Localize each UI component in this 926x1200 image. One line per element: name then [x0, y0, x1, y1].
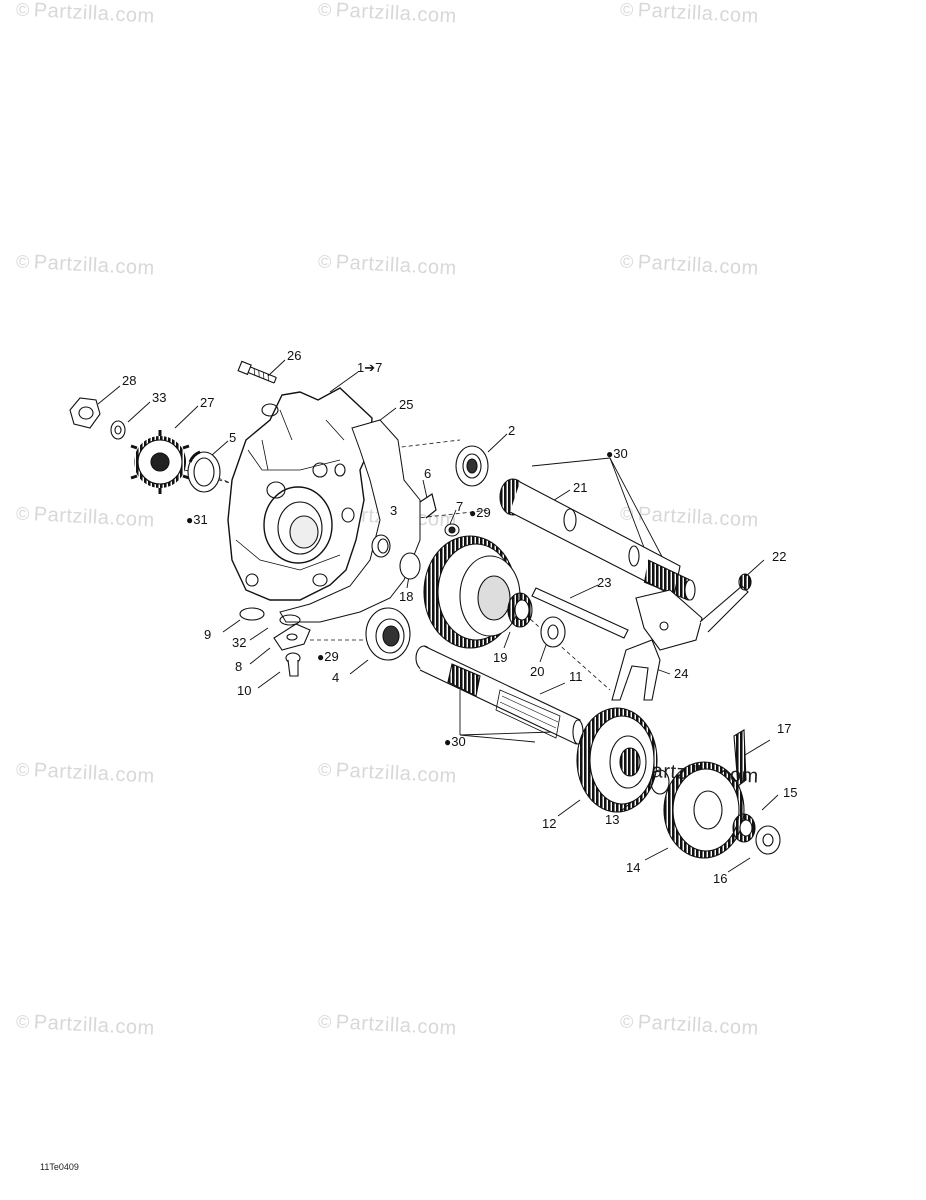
- callout-29-top: ●29: [469, 505, 491, 521]
- callout-11: 11: [569, 669, 583, 684]
- sprocket-part: [130, 430, 190, 494]
- callout-14: 14: [626, 860, 641, 875]
- oil-drop-icon: ●: [317, 650, 325, 664]
- chain-part: [733, 729, 747, 788]
- callout-29-bottom: ●29: [317, 649, 339, 665]
- gear-12-part: [576, 707, 658, 813]
- callout-21: 21: [573, 480, 588, 495]
- callout-33: 33: [152, 390, 167, 405]
- callout-30-top: ●30: [606, 446, 628, 462]
- callout-4: 4: [332, 670, 340, 685]
- callout-20: 20: [530, 664, 545, 679]
- washer-20-part: [540, 616, 566, 648]
- bushing-part: [371, 534, 391, 558]
- callout-25: 25: [399, 397, 414, 412]
- o-ring-32-part: [279, 614, 301, 626]
- small-nut-part: [444, 523, 460, 537]
- oil-drop-icon: ●: [186, 513, 194, 527]
- callout-3: 3: [390, 503, 398, 518]
- callout-1-7: 1➔7: [357, 360, 383, 375]
- callout-18: 18: [399, 589, 414, 604]
- rod-part: [531, 587, 629, 639]
- callout-8: 8: [235, 659, 243, 674]
- callout-28: 28: [122, 373, 137, 388]
- lock-washer-part: [110, 420, 126, 440]
- callout-7: 7: [456, 499, 464, 514]
- callout-9: 9: [204, 627, 212, 642]
- shift-shaft-part: [635, 573, 752, 651]
- clip-part: [419, 493, 437, 519]
- callout-30-bottom: ●30: [444, 734, 466, 750]
- seal-part: [187, 450, 221, 493]
- oil-drop-icon: ●: [469, 506, 477, 520]
- bearing-4-part: [365, 607, 411, 661]
- oil-drop-icon: ●: [606, 447, 614, 461]
- callout-5: 5: [229, 430, 237, 445]
- callout-10: 10: [237, 683, 252, 698]
- bolt-part: [237, 360, 277, 384]
- washer-16-part: [755, 825, 781, 855]
- callout-12: 12: [542, 816, 557, 831]
- callout-13: 13: [605, 812, 620, 827]
- drawing-code: 11Te0409: [40, 1162, 79, 1172]
- needle-bearing-part: [732, 813, 756, 843]
- callout-15: 15: [783, 785, 798, 800]
- callout-2: 2: [508, 423, 516, 438]
- ring-13-part: [650, 769, 670, 795]
- leader-lines: [97, 359, 779, 873]
- oil-drop-icon: ●: [444, 735, 452, 749]
- callout-31: ●31: [186, 512, 208, 528]
- large-gear-part: [423, 535, 533, 649]
- callout-6: 6: [424, 466, 432, 481]
- bearing-part: [455, 445, 489, 487]
- gearbox-housing-part: [227, 387, 373, 601]
- main-shaft-part: [499, 478, 696, 601]
- counter-shaft-part: [415, 645, 584, 745]
- plate-part: [273, 623, 311, 651]
- callout-27: 27: [200, 395, 215, 410]
- gasket-part: [279, 419, 421, 623]
- callout-19: 19: [493, 650, 508, 665]
- callout-22: 22: [772, 549, 787, 564]
- shift-fork-part: [611, 639, 661, 701]
- callout-16: 16: [713, 871, 728, 886]
- callout-23: 23: [597, 575, 612, 590]
- nut-part: [69, 397, 101, 429]
- sprocket-14-part: [663, 761, 745, 859]
- screw-part: [285, 652, 301, 677]
- o-ring-part: [239, 607, 265, 621]
- callout-17: 17: [777, 721, 792, 736]
- callout-26: 26: [287, 348, 302, 363]
- washer-part: [399, 552, 421, 580]
- callout-32: 32: [232, 635, 247, 650]
- callout-24: 24: [674, 666, 689, 681]
